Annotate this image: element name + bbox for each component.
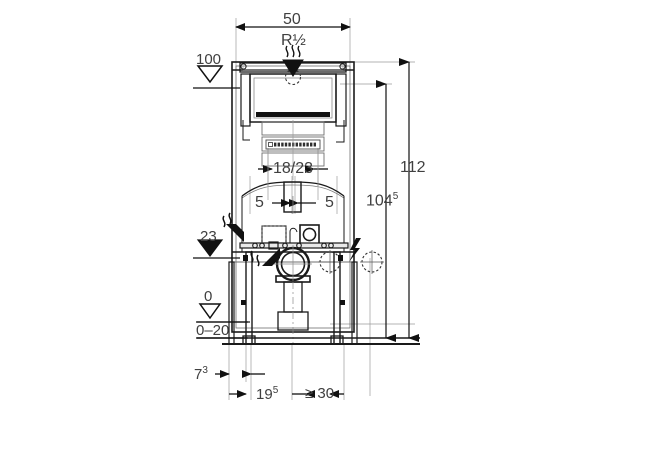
level-100-label: 100 xyxy=(196,51,222,68)
dim-wall-offset-label: 73 xyxy=(194,365,208,383)
dim-bottom-right-label: ≥ 30 xyxy=(305,385,335,402)
mid-fixture-row xyxy=(239,224,349,250)
foot-plates xyxy=(242,335,344,345)
dim-bottom-left-label: 195 xyxy=(256,385,279,403)
level-0-label: 0 xyxy=(204,288,213,305)
dim-offset-left-label: 5 xyxy=(255,194,264,211)
dim-flush-offset-label: 18/23 xyxy=(273,160,314,177)
dim-height-inner-value: 104 xyxy=(366,192,393,210)
level-marker-23-icon xyxy=(193,239,240,259)
flow-arrow-icon-lower xyxy=(250,248,280,267)
level-23-label: 23 xyxy=(200,228,217,245)
lower-drain-pipe xyxy=(277,281,309,345)
dim-wall-offset-sup: 3 xyxy=(202,365,208,376)
level-marker-100-icon xyxy=(193,65,240,89)
dim-offset-right-label: 5 xyxy=(325,194,334,211)
dim-height-inner-sup: 5 xyxy=(392,191,399,202)
center-node-marker xyxy=(290,196,296,214)
dim-height-inner-label: 1045 xyxy=(366,192,398,209)
level-marker-0-icon xyxy=(196,303,248,339)
floor-tolerance-label: 0–20 xyxy=(196,322,230,339)
dim-top-width-label: 50 xyxy=(283,11,301,28)
dim-bottom-left-sup: 5 xyxy=(272,385,279,396)
centerlines xyxy=(267,120,319,200)
dim-wall-offset-value: 7 xyxy=(194,366,203,383)
lightning-bolt-icon xyxy=(349,238,361,262)
flow-arrow-icon-upper xyxy=(222,212,244,242)
water-inlet-marker-icon xyxy=(282,44,304,77)
bowl-profile xyxy=(241,181,345,252)
dim-water-connection-label: R½ xyxy=(281,32,306,49)
dim-bottom-left-value: 19 xyxy=(256,386,273,403)
dim-height-total-label: 112 xyxy=(400,159,426,176)
